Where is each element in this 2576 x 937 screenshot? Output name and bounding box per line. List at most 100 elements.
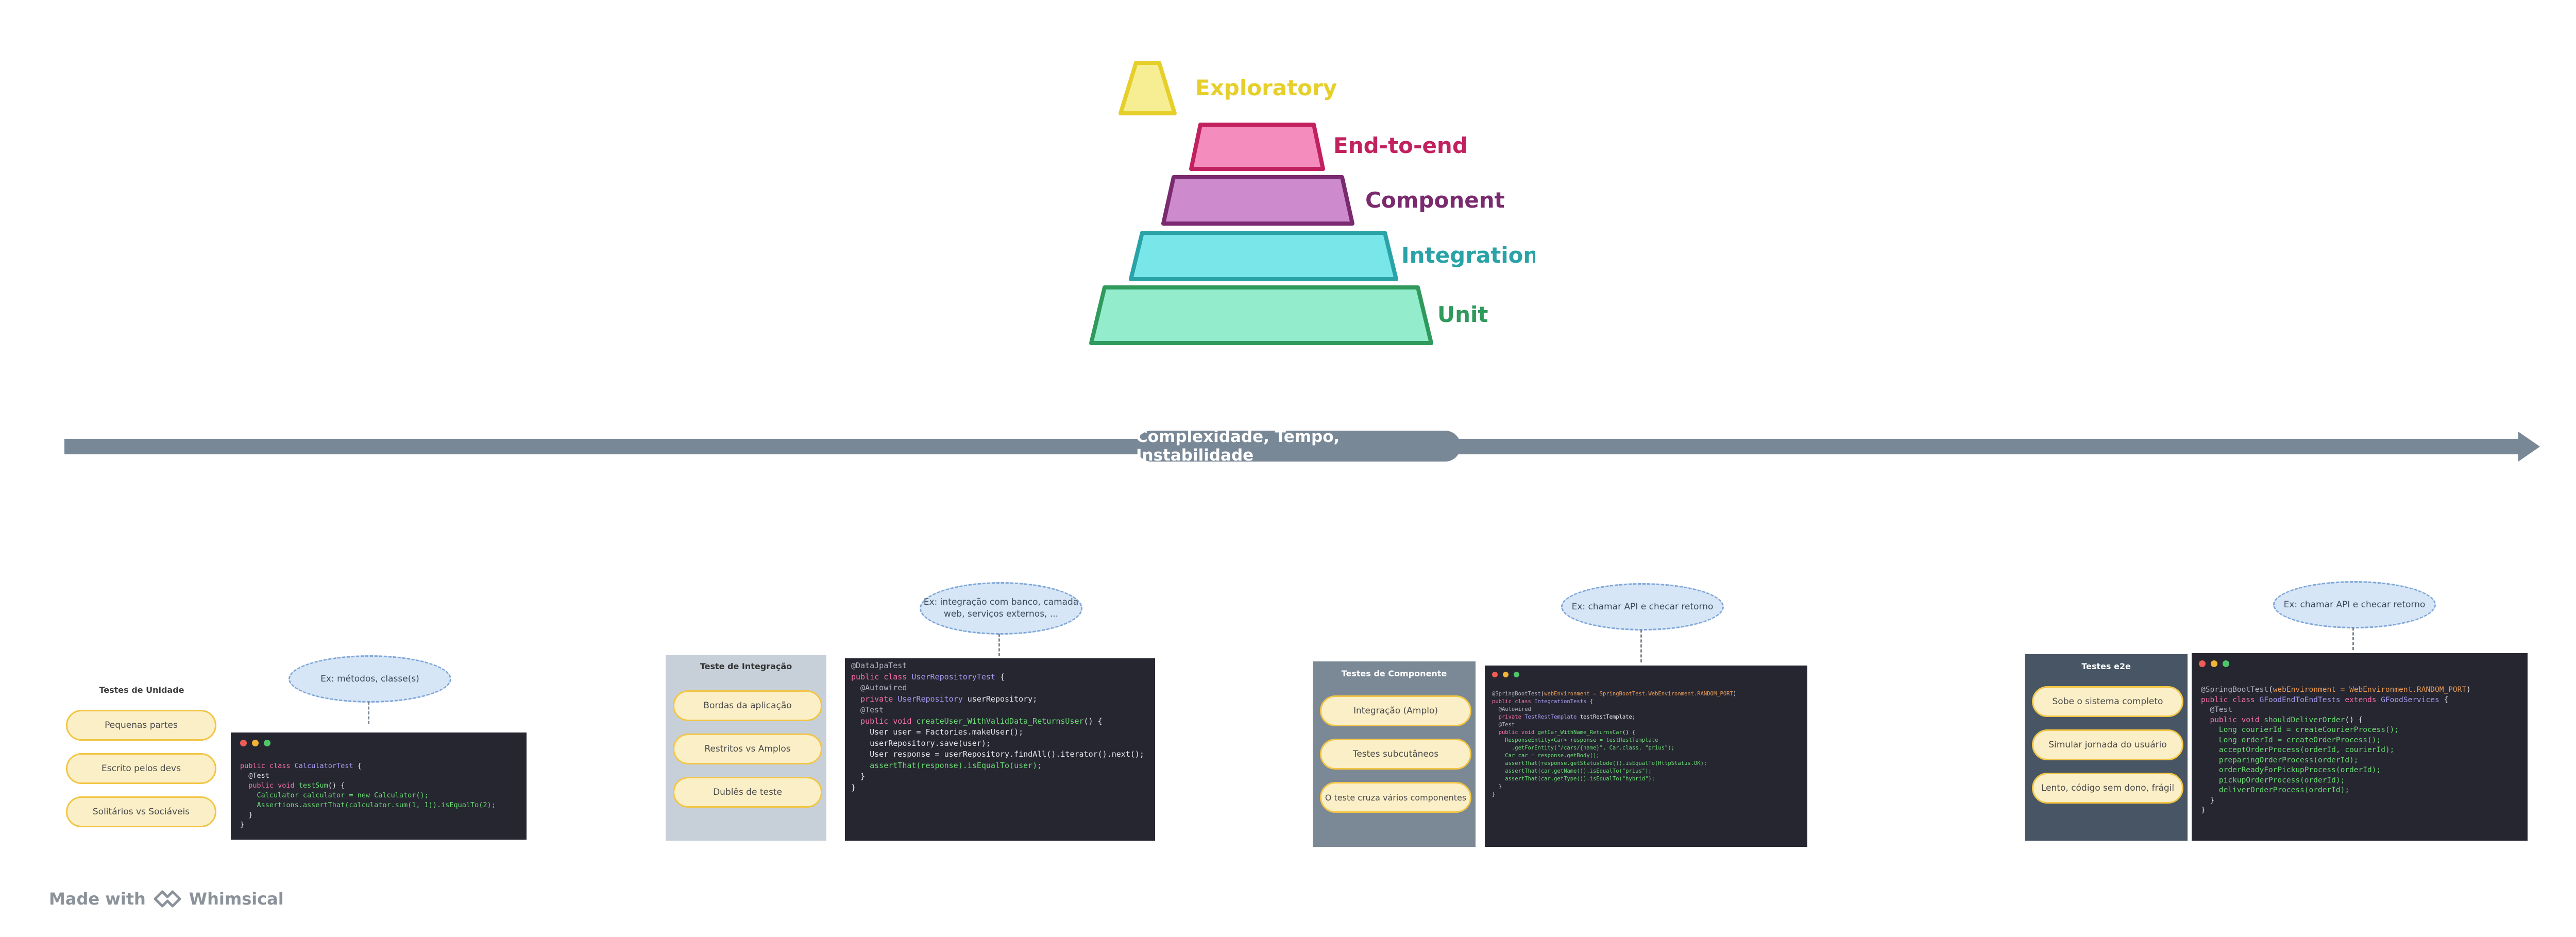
maximize-dot-icon xyxy=(2223,660,2229,667)
whimsical-brand-text: Whimsical xyxy=(189,889,284,909)
code-line: Assertions.assertThat(calculator.sum(1, … xyxy=(240,800,496,810)
made-with-text: Made with xyxy=(49,889,146,909)
code-line: @SpringBootTest(webEnvironment = SpringB… xyxy=(1492,690,1736,698)
code-line: public void shouldDeliverOrder() { xyxy=(2201,715,2471,726)
code-line: userRepository.save(user); xyxy=(851,738,1144,749)
component-code-window: @SpringBootTest(webEnvironment = SpringB… xyxy=(1485,666,1807,847)
unit-code-window: public class CalculatorTest { @Test publ… xyxy=(231,732,527,840)
code-line: assertThat(response.getStatusCode()).isE… xyxy=(1492,760,1736,768)
unit-item-solitary-vs-sociable: Solitários vs Sociáveis xyxy=(66,796,216,827)
code-line: public class GFoodEndToEndTests extends … xyxy=(2201,695,2471,706)
pyramid-label-unit: Unit xyxy=(1437,302,1488,327)
e2e-code-window: @SpringBootTest(webEnvironment = WebEnvi… xyxy=(2192,653,2528,841)
code-line: @SpringBootTest(webEnvironment = WebEnvi… xyxy=(2201,685,2471,695)
e2e-item-user-journey: Simular jornada do usuário xyxy=(2032,729,2183,760)
code-line: public class CalculatorTest { xyxy=(240,761,496,771)
test-pyramid: Exploratory End-to-end Component Integra… xyxy=(1077,52,1535,355)
component-code-block: @SpringBootTest(webEnvironment = SpringB… xyxy=(1492,690,1736,798)
code-line: } xyxy=(851,771,1144,782)
code-line: assertThat(car.getType()).isEqualTo("hyb… xyxy=(1492,775,1736,783)
whimsical-logo-icon xyxy=(153,888,182,910)
code-line: } xyxy=(2201,806,2471,816)
code-line: Long courierId = createCourierProcess(); xyxy=(2201,725,2471,736)
code-line: acceptOrderProcess(orderId, courierId); xyxy=(2201,745,2471,756)
code-line: orderReadyForPickupProcess(orderId); xyxy=(2201,765,2471,776)
e2e-item-full-system: Sobe o sistema completo xyxy=(2032,686,2183,717)
complexity-axis-arrowhead xyxy=(2518,432,2540,462)
minimize-dot-icon xyxy=(252,740,259,746)
unit-cloud-connector xyxy=(368,702,369,724)
code-line: User user = Factories.makeUser(); xyxy=(851,727,1144,738)
integration-code-window: @DataJpaTestpublic class UserRepositoryT… xyxy=(845,658,1155,841)
component-section-title: Testes de Componente xyxy=(1313,669,1476,678)
window-controls xyxy=(2199,660,2229,667)
code-line: public void testSum() { xyxy=(240,781,496,791)
code-line: deliverOrderProcess(orderId); xyxy=(2201,786,2471,796)
code-line: @Test xyxy=(2201,705,2471,715)
integration-section-title: Teste de Integração xyxy=(666,661,826,671)
component-item-broad-integration: Integração (Amplo) xyxy=(1320,695,1471,726)
close-dot-icon xyxy=(240,740,247,746)
e2e-code-block: @SpringBootTest(webEnvironment = WebEnvi… xyxy=(2201,685,2471,816)
integration-item-app-edges: Bordas da aplicação xyxy=(673,690,822,721)
close-dot-icon xyxy=(1492,672,1498,677)
complexity-axis-label: Complexidade, Tempo, Instabilidade xyxy=(1136,431,1461,462)
code-line: @Test xyxy=(851,705,1144,716)
window-controls xyxy=(1492,672,1519,677)
code-line: ResponseEntity<Car> response = testRestT… xyxy=(1492,737,1736,744)
code-line: private UserRepository userRepository; xyxy=(851,694,1144,705)
close-dot-icon xyxy=(2199,660,2206,667)
e2e-item-slow-fragile: Lento, código sem dono, frágil xyxy=(2032,773,2183,804)
integration-code-block: @DataJpaTestpublic class UserRepositoryT… xyxy=(851,660,1144,793)
code-line: pickupOrderProcess(orderId); xyxy=(2201,776,2471,786)
code-line: public void createUser_WithValidData_Ret… xyxy=(851,716,1144,727)
code-line: @Test xyxy=(240,771,496,781)
code-line: .getForEntity("/cars/{name}", Car.class,… xyxy=(1492,744,1736,752)
code-line: @DataJpaTest xyxy=(851,660,1144,672)
component-item-crosses-components: O teste cruza vários componentes xyxy=(1320,782,1471,813)
code-line: public void getCar_WithName_ReturnsCar()… xyxy=(1492,729,1736,737)
code-line: @Test xyxy=(1492,721,1736,729)
code-line: private TestRestTemplate testRestTemplat… xyxy=(1492,713,1736,721)
integration-cloud-line-1: Ex: integração com banco, camada xyxy=(924,597,1079,608)
code-line: @Autowired xyxy=(851,683,1144,694)
code-line: } xyxy=(240,820,496,830)
minimize-dot-icon xyxy=(1503,672,1509,677)
e2e-example-cloud: Ex: chamar API e checar retorno xyxy=(2273,581,2436,628)
code-line: } xyxy=(1492,783,1736,791)
code-line: @Autowired xyxy=(1492,706,1736,713)
integration-cloud-line-2: web, serviços externos, ... xyxy=(944,608,1058,620)
code-line: Long orderId = createOrderProcess(); xyxy=(2201,736,2471,746)
code-line: public class IntegrationTests { xyxy=(1492,698,1736,706)
code-line: } xyxy=(240,810,496,820)
window-controls xyxy=(240,740,270,746)
code-line: preparingOrderProcess(orderId); xyxy=(2201,756,2471,766)
component-example-cloud: Ex: chamar API e checar retorno xyxy=(1561,583,1724,631)
component-item-subcutaneous: Testes subcutâneos xyxy=(1320,739,1471,770)
component-cloud-connector xyxy=(1640,629,1642,662)
code-line: public class UserRepositoryTest { xyxy=(851,672,1144,683)
code-line: } xyxy=(1492,791,1736,798)
integration-item-narrow-vs-broad: Restritos vs Amplos xyxy=(673,734,822,764)
integration-example-cloud: Ex: integração com banco, camada web, se… xyxy=(920,582,1082,635)
unit-item-small-parts: Pequenas partes xyxy=(66,710,216,741)
code-line: } xyxy=(851,782,1144,794)
pyramid-label-component: Component xyxy=(1365,188,1505,213)
made-with-whimsical[interactable]: Made with Whimsical xyxy=(49,888,284,910)
code-line: Car car = response.getBody(); xyxy=(1492,752,1736,760)
minimize-dot-icon xyxy=(2211,660,2217,667)
pyramid-label-exploratory: Exploratory xyxy=(1195,75,1337,100)
e2e-cloud-connector xyxy=(2352,627,2354,650)
unit-item-written-by-devs: Escrito pelos devs xyxy=(66,753,216,784)
unit-code-block: public class CalculatorTest { @Test publ… xyxy=(240,761,496,830)
maximize-dot-icon xyxy=(1514,672,1519,677)
code-line: assertThat(response).isEqualTo(user); xyxy=(851,760,1144,772)
unit-example-cloud: Ex: métodos, classe(s) xyxy=(289,655,451,703)
integration-item-test-doubles: Dublês de teste xyxy=(673,777,822,808)
code-line: Calculator calculator = new Calculator()… xyxy=(240,791,496,800)
code-line: } xyxy=(2201,796,2471,806)
pyramid-label-end-to-end: End-to-end xyxy=(1333,133,1468,158)
e2e-section-title: Testes e2e xyxy=(2025,661,2188,671)
maximize-dot-icon xyxy=(264,740,270,746)
code-line: User response = userRepository.findAll()… xyxy=(851,749,1144,760)
